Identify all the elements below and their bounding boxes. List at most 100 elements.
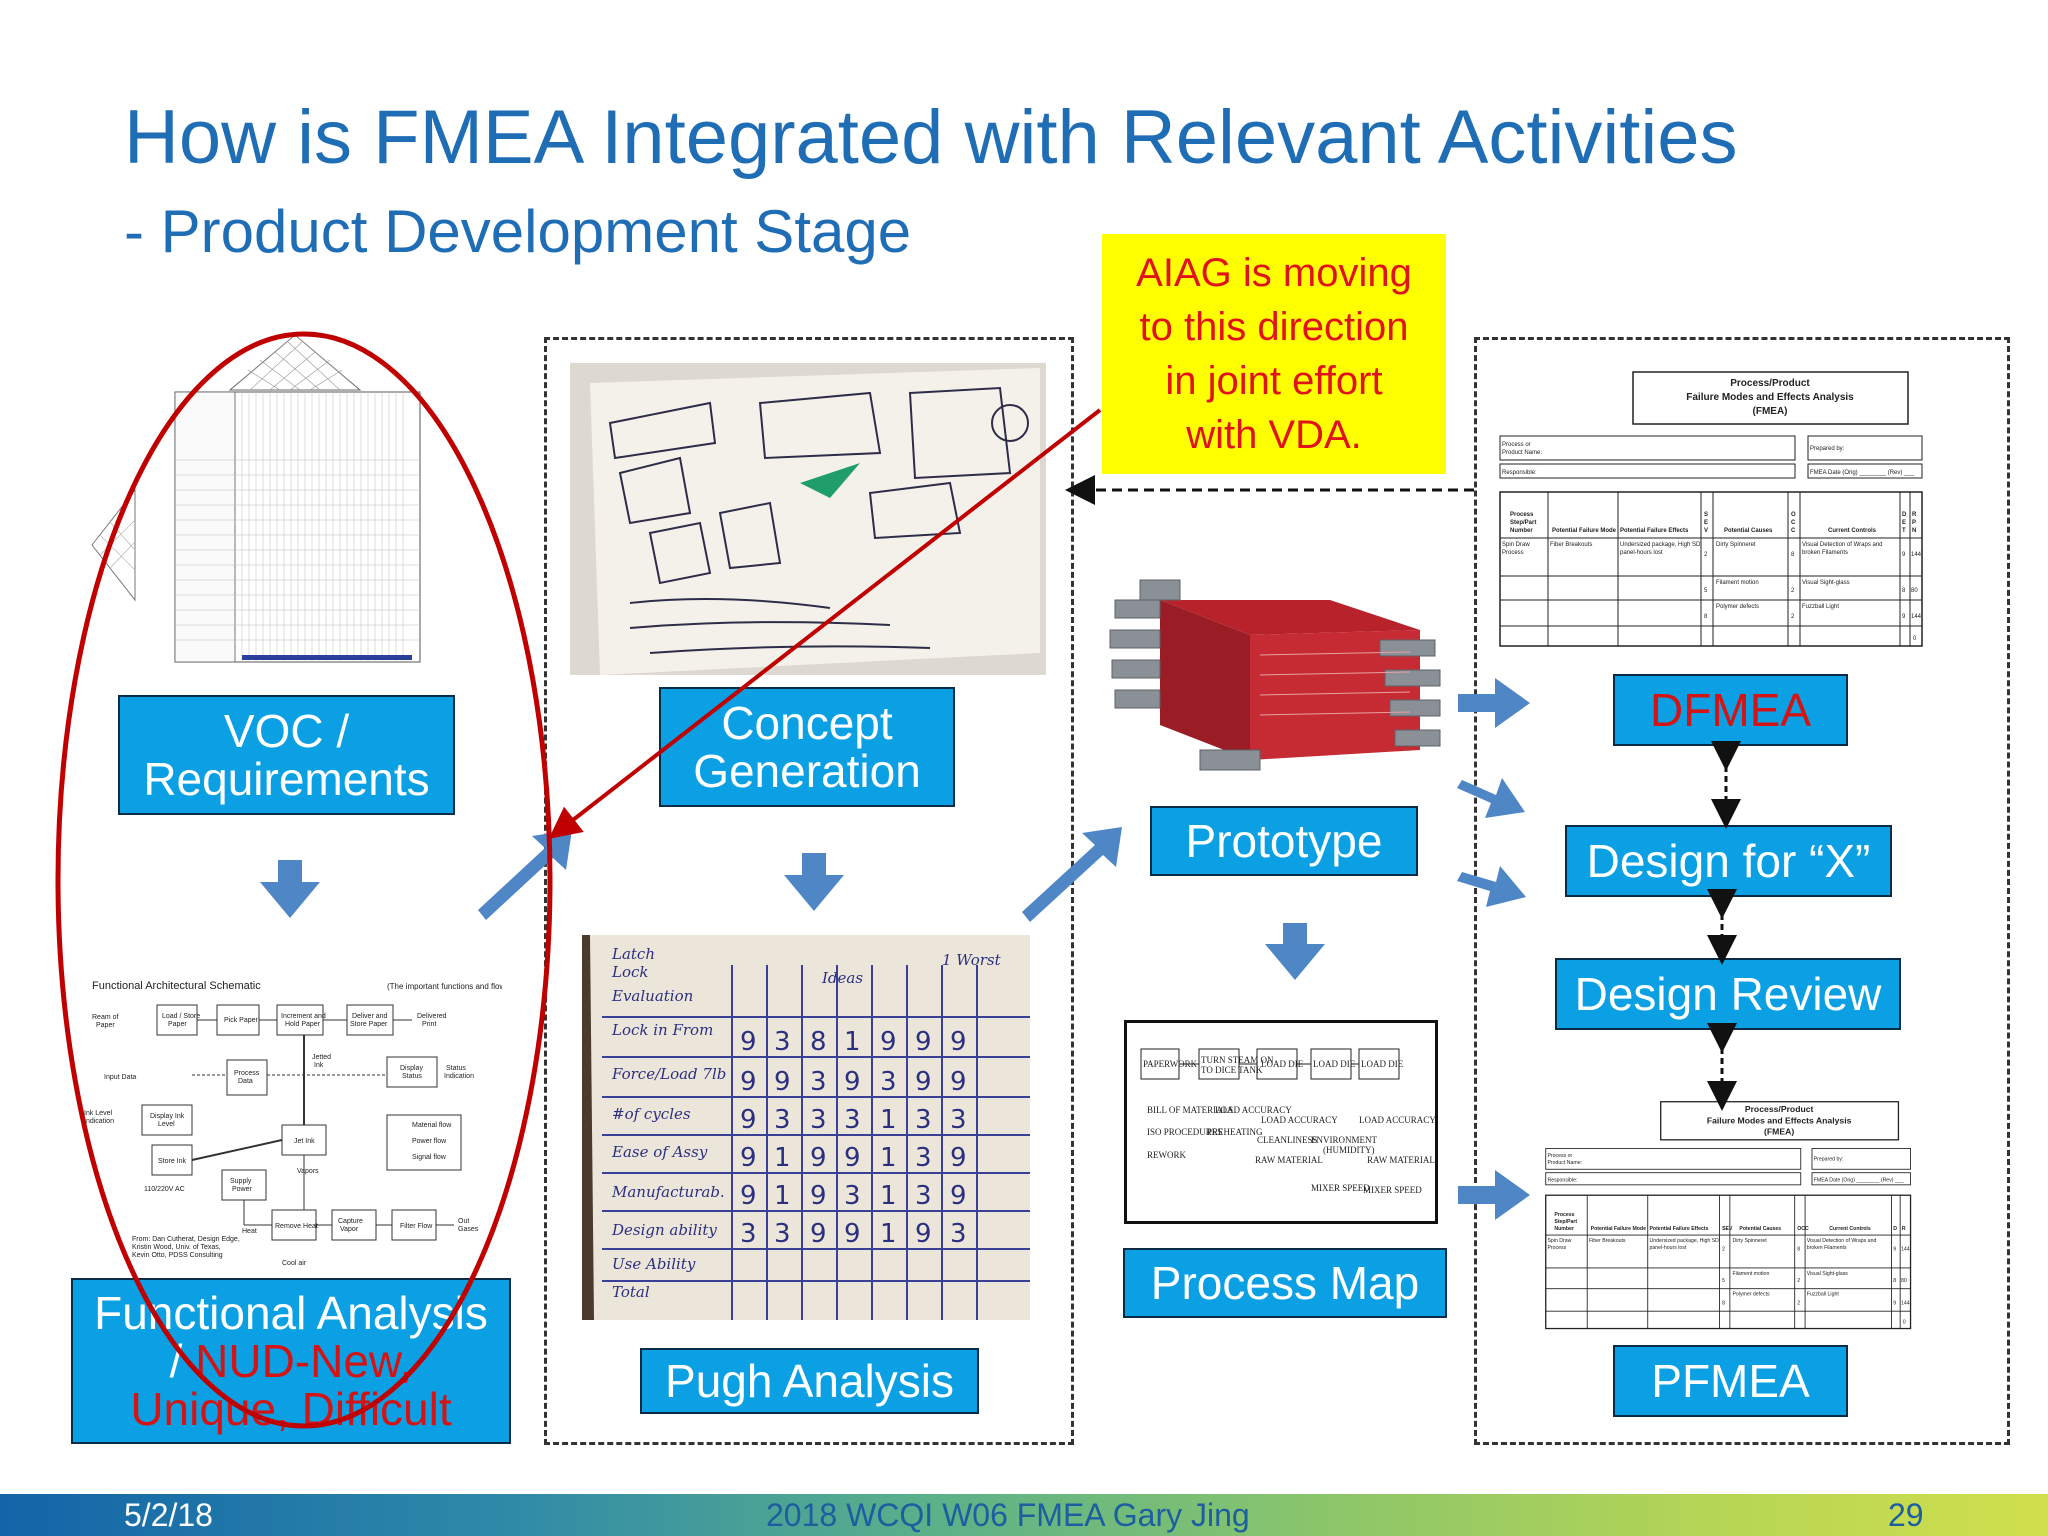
right-arrow-dfx-1 (1457, 778, 1525, 818)
svg-text:1: 1 (880, 1219, 897, 1249)
svg-text:3: 3 (844, 1105, 861, 1135)
concept-group-frame (544, 337, 1074, 1445)
svg-text:Product Name:: Product Name: (1547, 1160, 1582, 1166)
svg-text:Process/Product: Process/Product (1745, 1104, 1814, 1114)
concept-sketch-photo (570, 363, 1046, 675)
svg-text:3: 3 (774, 1219, 791, 1249)
svg-text:9: 9 (844, 1143, 861, 1173)
svg-text:Paper: Paper (168, 1021, 187, 1028)
svg-text:Fuzzball Light: Fuzzball Light (1802, 604, 1839, 610)
svg-text:Power flow: Power flow (412, 1138, 447, 1145)
svg-text:Data: Data (238, 1078, 253, 1085)
svg-text:3: 3 (950, 1105, 967, 1135)
svg-text:Failure Modes and Effects Anal: Failure Modes and Effects Analysis (1686, 392, 1854, 403)
callout-line1: AIAG is moving (1136, 251, 1412, 295)
svg-text:LOAD ACCURACY: LOAD ACCURACY (1215, 1105, 1292, 1115)
svg-text:3: 3 (774, 1105, 791, 1135)
svg-text:9: 9 (950, 1027, 967, 1057)
svg-text:2: 2 (1704, 552, 1708, 558)
svg-text:Responsible:: Responsible: (1547, 1177, 1577, 1183)
svg-text:9: 9 (740, 1181, 757, 1211)
svg-text:PAPERWORK: PAPERWORK (1143, 1059, 1198, 1069)
house-of-quality-image (90, 330, 430, 670)
svg-text:9: 9 (915, 1219, 932, 1249)
svg-text:LOAD ACCURACY: LOAD ACCURACY (1261, 1115, 1338, 1125)
svg-text:3: 3 (740, 1219, 757, 1249)
svg-text:3: 3 (915, 1143, 932, 1173)
svg-text:LOAD DIE: LOAD DIE (1361, 1059, 1404, 1069)
functional-line2-red: NUD-New, (195, 1334, 413, 1387)
svg-text:Potential Failure Effects: Potential Failure Effects (1649, 1226, 1708, 1232)
svg-text:Evaluation: Evaluation (611, 987, 693, 1005)
diag-arrow-left (478, 830, 572, 920)
svg-text:Spin Draw: Spin Draw (1502, 542, 1530, 548)
svg-text:MIXER SPEED: MIXER SPEED (1311, 1183, 1370, 1193)
svg-text:Latch: Latch (611, 945, 655, 963)
svg-text:Potential Causes: Potential Causes (1739, 1226, 1781, 1232)
svg-text:D: D (1902, 512, 1907, 518)
svg-text:Ease of Assy: Ease of Assy (611, 1143, 708, 1161)
concept-line1: Concept (721, 696, 893, 749)
svg-text:9: 9 (740, 1105, 757, 1135)
svg-text:9: 9 (1893, 1300, 1896, 1306)
svg-text:LOAD DIE: LOAD DIE (1313, 1059, 1356, 1069)
svg-text:5: 5 (1704, 588, 1708, 594)
svg-text:5: 5 (1722, 1278, 1725, 1284)
svg-text:9: 9 (1902, 614, 1906, 620)
svg-text:Force/Load 7lb: Force/Load 7lb (611, 1065, 726, 1083)
svg-text:Number: Number (1554, 1226, 1574, 1232)
svg-text:3: 3 (915, 1105, 932, 1135)
svg-text:Heat: Heat (242, 1228, 257, 1235)
svg-text:TURN STEAM ON: TURN STEAM ON (1201, 1055, 1274, 1065)
svg-text:9: 9 (740, 1027, 757, 1057)
svg-text:Failure Modes and Effects Anal: Failure Modes and Effects Analysis (1707, 1115, 1852, 1125)
svg-text:Total: Total (612, 1283, 650, 1301)
svg-text:P: P (1912, 520, 1916, 526)
svg-text:RAW MATERIAL: RAW MATERIAL (1367, 1155, 1435, 1165)
svg-text:D: D (1893, 1226, 1897, 1232)
footer-page-number: 29 (1888, 1497, 1924, 1533)
pfmea-box: PFMEA (1613, 1345, 1848, 1417)
concept-line2: Generation (693, 745, 921, 797)
svg-text:Paper: Paper (96, 1022, 115, 1029)
svg-text:LOAD ACCURACY: LOAD ACCURACY (1359, 1115, 1435, 1125)
svg-text:E: E (1902, 520, 1906, 526)
schematic-title: Functional Architectural Schematic (92, 980, 261, 992)
functional-schematic-image: Functional Architectural Schematic (The … (82, 975, 512, 1275)
voc-requirements-box: VOC /Requirements (118, 695, 455, 815)
svg-text:8: 8 (1902, 588, 1906, 594)
svg-text:Dirty Spinneret: Dirty Spinneret (1716, 542, 1756, 548)
svg-text:FMEA Date (Orig) ________ (Rev: FMEA Date (Orig) ________ (Rev) ___ (1814, 1177, 1904, 1183)
svg-text:9: 9 (915, 1027, 932, 1057)
svg-text:Deliver and: Deliver and (352, 1013, 388, 1020)
flow-arrows (260, 678, 1530, 1220)
svg-text:V: V (1704, 528, 1708, 534)
svg-text:Potential Failure Mode: Potential Failure Mode (1552, 528, 1617, 534)
svg-text:Visual Detection of Wraps and: Visual Detection of Wraps and (1807, 1238, 1877, 1244)
svg-text:SEV: SEV (1722, 1226, 1733, 1232)
svg-text:(FMEA): (FMEA) (1764, 1127, 1794, 1137)
svg-text:Ink: Ink (314, 1062, 324, 1069)
svg-text:8: 8 (1791, 552, 1795, 558)
svg-text:8: 8 (1797, 1247, 1800, 1253)
svg-text:Kevin Otto, PDSS Consulting: Kevin Otto, PDSS Consulting (132, 1252, 223, 1259)
svg-text:9: 9 (740, 1067, 757, 1097)
svg-text:9: 9 (950, 1181, 967, 1211)
svg-text:1: 1 (774, 1181, 791, 1211)
svg-text:8: 8 (1704, 614, 1708, 620)
svg-text:Process: Process (1554, 1212, 1574, 1218)
svg-text:Product Name:: Product Name: (1502, 450, 1542, 456)
svg-text:Process or: Process or (1502, 442, 1531, 448)
design-for-x-box: Design for “X” (1565, 825, 1892, 897)
svg-text:PREHEATING: PREHEATING (1207, 1127, 1263, 1137)
callout-pointer-arrow (548, 408, 1102, 839)
svg-text:Filament motion: Filament motion (1732, 1271, 1769, 1277)
svg-text:1: 1 (880, 1143, 897, 1173)
svg-text:0: 0 (1913, 636, 1917, 642)
svg-text:110/220V AC: 110/220V AC (144, 1186, 185, 1193)
svg-text:Fuzzball Light: Fuzzball Light (1807, 1292, 1840, 1298)
svg-text:Fiber Breakouts: Fiber Breakouts (1589, 1238, 1626, 1244)
